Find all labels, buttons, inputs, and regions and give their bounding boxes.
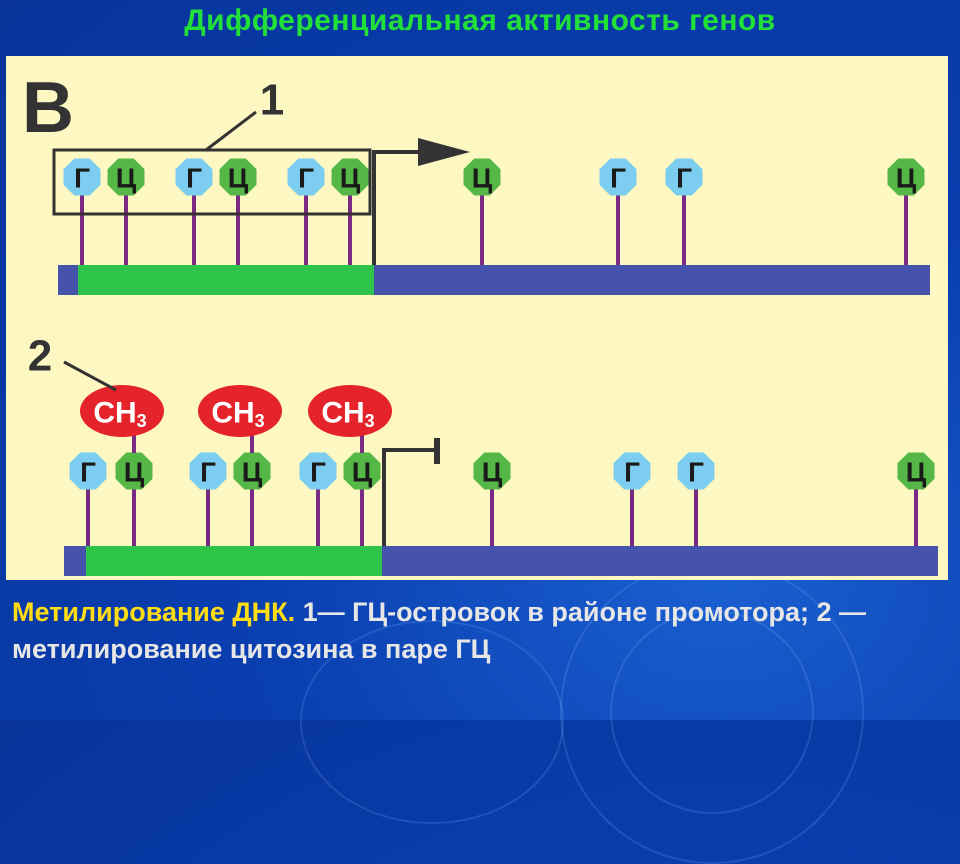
label-2-pointer [63, 360, 117, 392]
base-stick [206, 471, 210, 546]
base-stick [480, 177, 484, 265]
caption-highlight: Метилирование ДНК. [12, 597, 296, 627]
base-stick [682, 177, 686, 265]
base-label: Ц [124, 457, 145, 488]
gc-island-bottom [86, 546, 382, 576]
base-label: Ц [482, 457, 503, 488]
promoter-blocked-line [382, 448, 438, 546]
caption: Метилирование ДНК. 1— ГЦ-островок в райо… [12, 594, 942, 668]
base-stick [250, 471, 254, 546]
base-label: Г [310, 457, 326, 488]
guanine-base [69, 452, 107, 490]
base-label: Г [186, 163, 202, 194]
slide-title: Дифференциальная активность генов [184, 4, 776, 37]
base-stick [86, 471, 90, 546]
cytosine-base [233, 452, 271, 490]
promoter-arrow-top [372, 150, 426, 265]
base-label: Ц [116, 163, 137, 194]
base-label: Ц [896, 163, 917, 194]
methyl-stick [360, 419, 364, 453]
cytosine-base [473, 452, 511, 490]
cytosine-base [463, 158, 501, 196]
base-label: Г [688, 457, 704, 488]
base-stick [132, 471, 136, 546]
base-stick [360, 471, 364, 546]
base-stick [80, 177, 84, 265]
guanine-base [677, 452, 715, 490]
cytosine-base [115, 452, 153, 490]
guanine-base [599, 158, 637, 196]
base-stick [914, 471, 918, 546]
label-1-pointer [205, 110, 257, 152]
methyl-stick [132, 419, 136, 453]
base-stick [124, 177, 128, 265]
base-label: Г [610, 163, 626, 194]
label-1: 1 [260, 76, 284, 125]
guanine-base [63, 158, 101, 196]
cytosine-base [331, 158, 369, 196]
base-stick [316, 471, 320, 546]
methyl-subscript: 3 [255, 411, 265, 431]
base-stick [192, 177, 196, 265]
cytosine-base [887, 158, 925, 196]
guanine-base [175, 158, 213, 196]
methyl-stick [250, 419, 254, 453]
guanine-base [299, 452, 337, 490]
methyl-group-icon [308, 385, 392, 437]
methyl-group-icon [198, 385, 282, 437]
base-stick [490, 471, 494, 546]
gc-island-frame [52, 148, 372, 216]
base-stick [694, 471, 698, 546]
arrow-head-icon [418, 138, 470, 166]
gc-island-top [78, 265, 374, 295]
base-label: Г [200, 457, 216, 488]
base-label: Ц [242, 457, 263, 488]
base-stick [304, 177, 308, 265]
cytosine-base [107, 158, 145, 196]
caption-text: 1— ГЦ-островок в районе промотора; 2 — м… [12, 597, 867, 664]
cytosine-base [897, 452, 935, 490]
base-label: Ц [906, 457, 927, 488]
promoter-block-bar [434, 438, 440, 464]
methyl-subscript: 3 [365, 411, 375, 431]
base-label: Ц [228, 163, 249, 194]
cytosine-base [219, 158, 257, 196]
base-stick [348, 177, 352, 265]
base-label: Ц [352, 457, 373, 488]
base-label: Г [298, 163, 314, 194]
guanine-base [613, 452, 651, 490]
base-stick [630, 471, 634, 546]
base-label: Г [624, 457, 640, 488]
base-stick [616, 177, 620, 265]
guanine-base [665, 158, 703, 196]
base-label: Ц [472, 163, 493, 194]
base-stick [904, 177, 908, 265]
panel-letter: В [22, 68, 74, 148]
guanine-base [189, 452, 227, 490]
methyl-subscript: 3 [137, 411, 147, 431]
base-stick [236, 177, 240, 265]
base-label: Г [74, 163, 90, 194]
methyl-group-icon [80, 385, 164, 437]
cytosine-base [343, 452, 381, 490]
label-2: 2 [28, 332, 52, 381]
base-label: Г [80, 457, 96, 488]
base-label: Г [676, 163, 692, 194]
guanine-base [287, 158, 325, 196]
base-label: Ц [340, 163, 361, 194]
